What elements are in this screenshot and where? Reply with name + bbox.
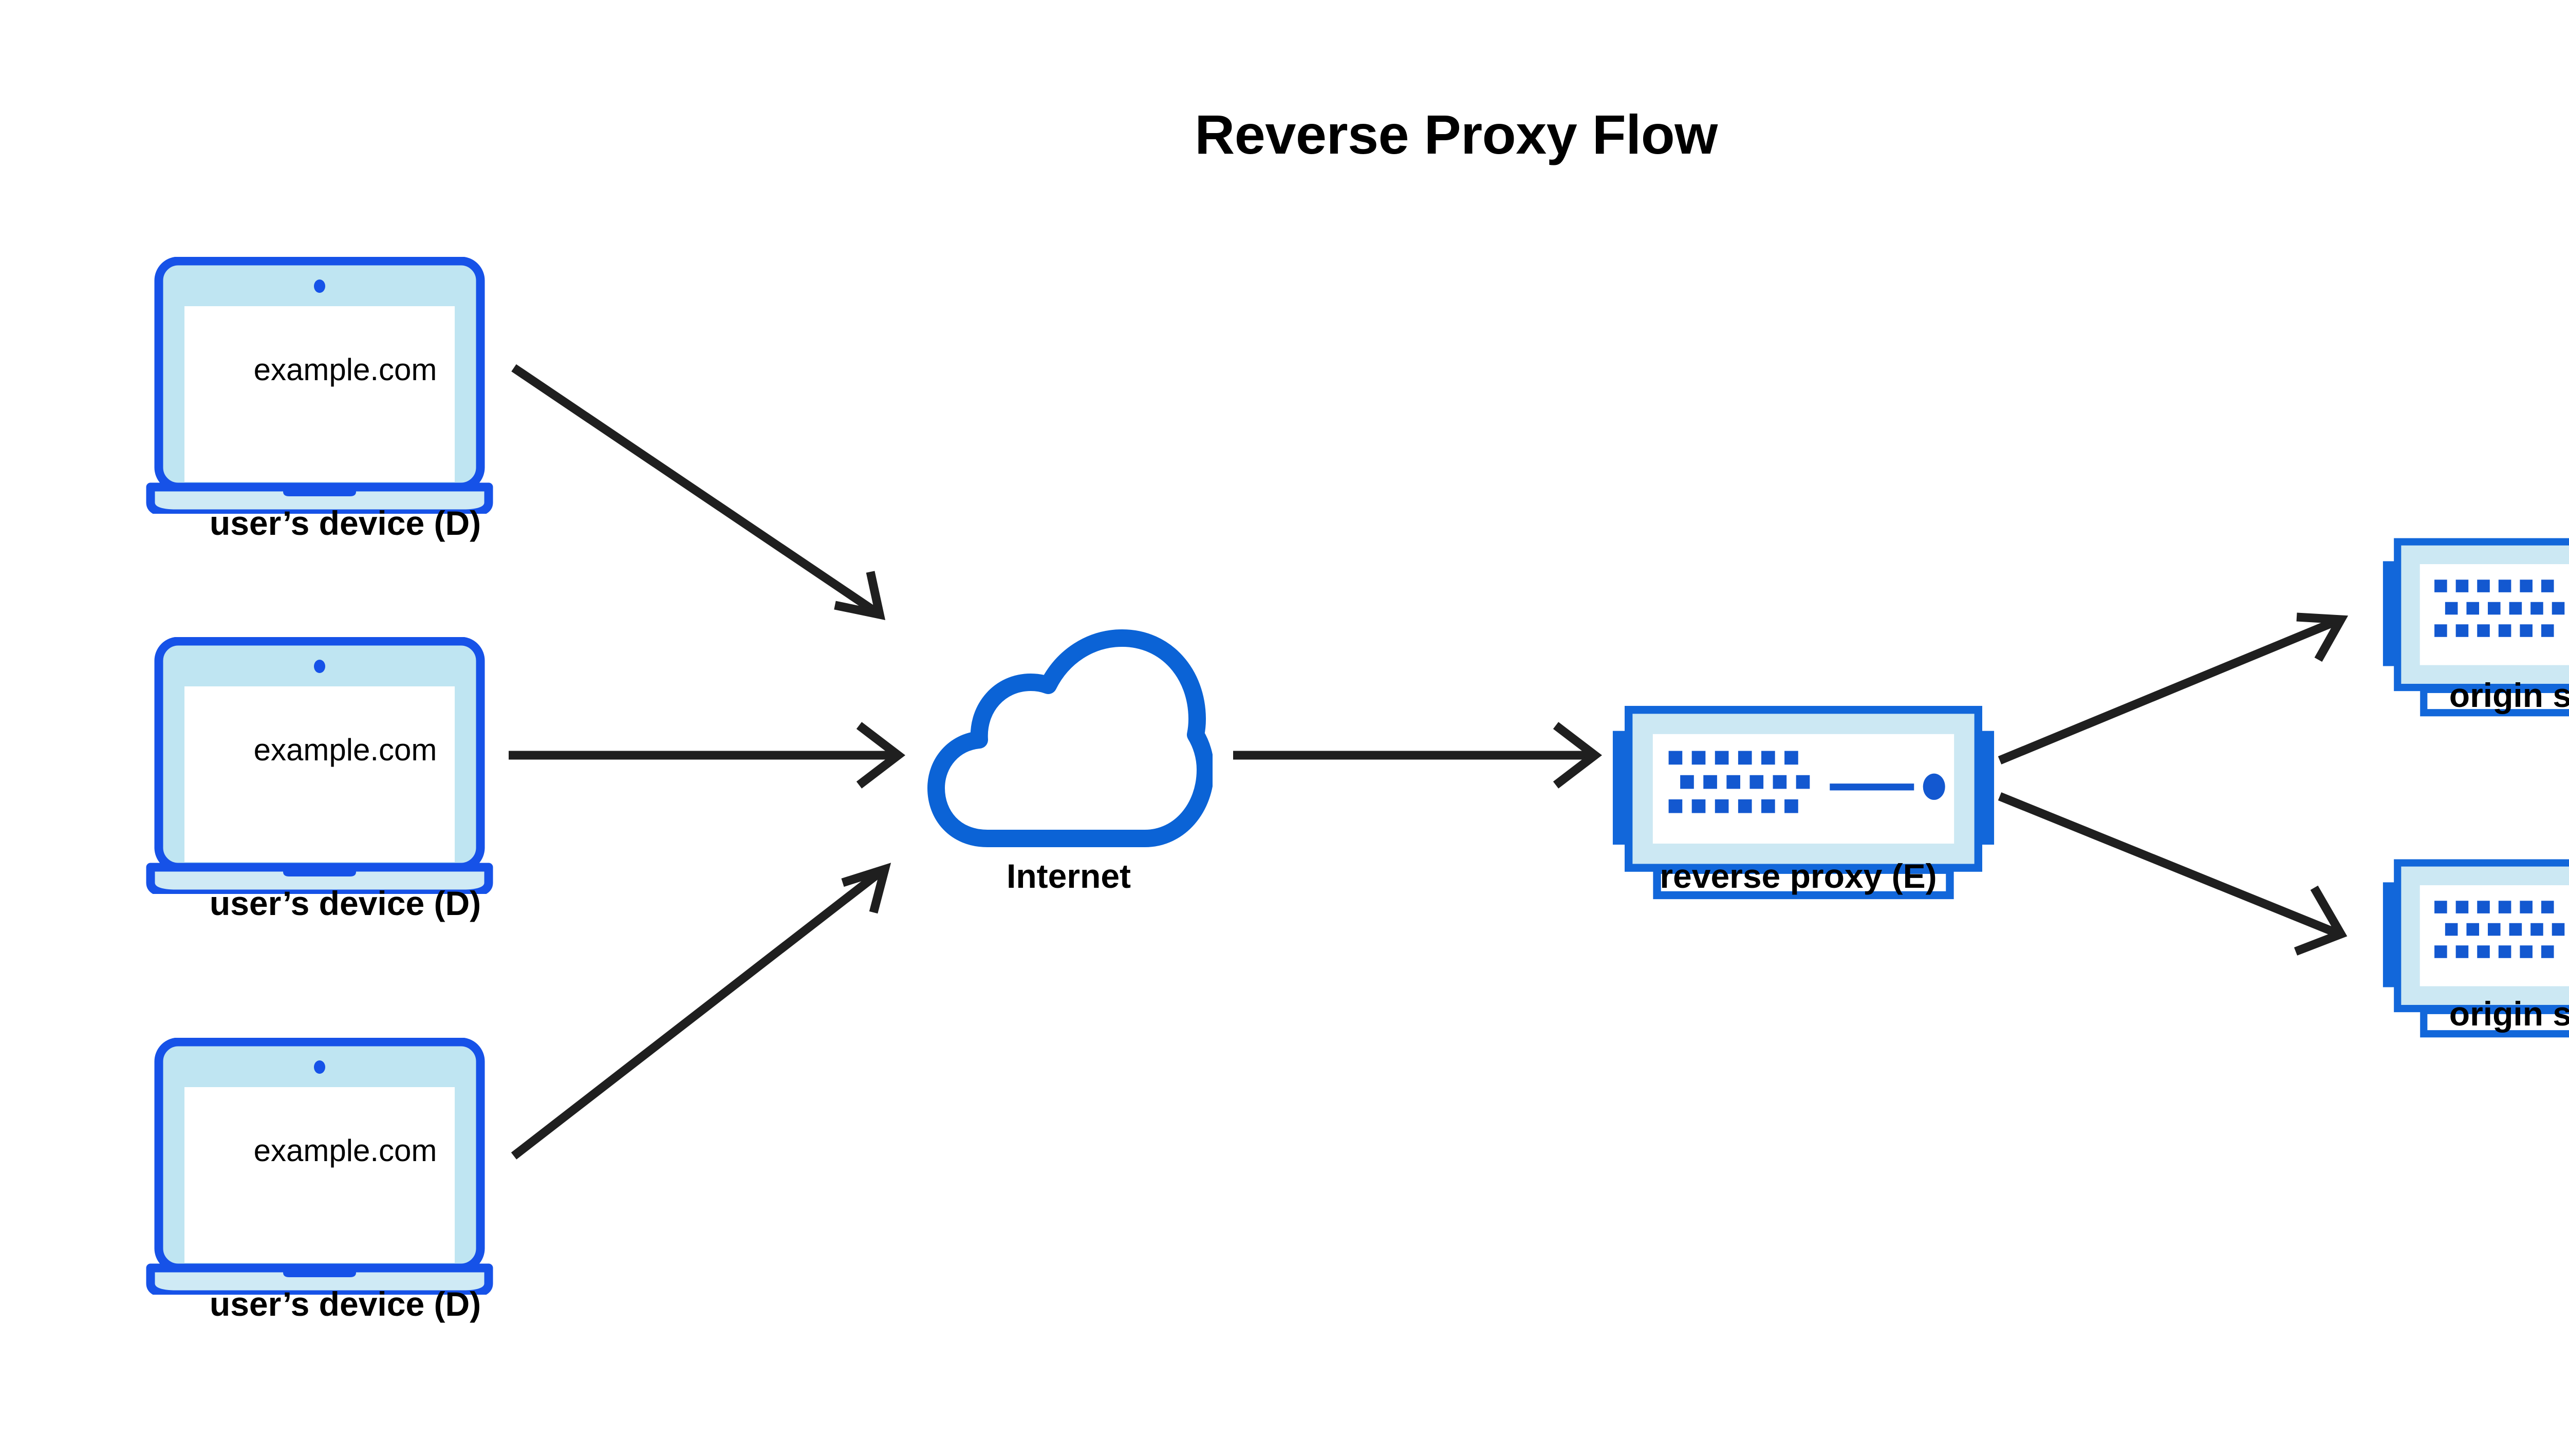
- arrow-device3-to-internet: [511, 863, 891, 1160]
- arrow-device1-to-internet: [511, 364, 886, 620]
- page-title: Reverse Proxy Flow: [1195, 103, 1718, 165]
- origin-server-label-2: origin server (F): [2449, 995, 2569, 1033]
- device-label-3: user’s device (D): [209, 1285, 481, 1323]
- device-screen-text-2: example.com: [253, 733, 437, 767]
- laptop-icon-device-2: [151, 641, 489, 894]
- arrow-device2-to-internet: [509, 722, 906, 789]
- device-screen-text-1: example.com: [253, 352, 437, 387]
- device-screen-text-3: example.com: [253, 1133, 437, 1168]
- arrow-proxy-to-origin2: [1998, 792, 2348, 956]
- arrow-proxy-to-origin1: [1998, 612, 2349, 764]
- device-label-2: user’s device (D): [209, 884, 481, 922]
- laptop-icon-device-3: [151, 1042, 489, 1295]
- device-label-1: user’s device (D): [209, 504, 481, 542]
- internet-label: Internet: [1006, 857, 1131, 895]
- arrow-internet-to-proxy: [1233, 722, 1603, 789]
- reverse-proxy-label: reverse proxy (E): [1660, 857, 1937, 895]
- cloud-icon-internet: [936, 638, 1205, 838]
- laptop-icon-device-1: [151, 261, 489, 514]
- origin-server-label-1: origin server (F): [2449, 676, 2569, 714]
